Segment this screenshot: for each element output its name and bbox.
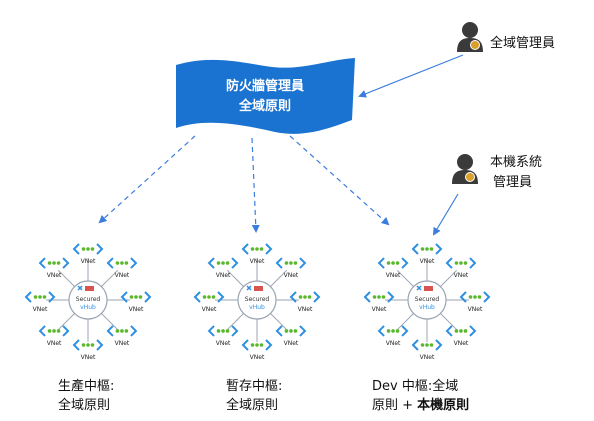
hub-staging-name: 暫存中樞: <box>226 379 283 394</box>
vnet-icon: VNet <box>377 257 409 279</box>
hub-center-line2: vHub <box>80 304 96 311</box>
vnet-label: VNet <box>454 340 469 347</box>
vnet-icon: VNet <box>411 339 443 361</box>
banner-line2: 全域原則 <box>238 98 291 114</box>
vnet-label: VNet <box>298 306 313 313</box>
hub-staging-policy: 全域原則 <box>226 398 279 413</box>
firewall-icon <box>85 286 94 291</box>
hub-dev-label: Dev 中樞:全域 原則 + 本機原則 <box>372 377 469 415</box>
vnet-label: VNet <box>81 258 96 265</box>
hub-dev-policy-b: 本機原則 <box>417 398 470 413</box>
vnet-label: VNet <box>33 306 48 313</box>
hub-prod-policy: 全域原則 <box>58 398 111 413</box>
hub-clusters: SecuredvHubVNetVNetVNetVNetVNetVNetVNetV… <box>24 243 491 361</box>
firewall-icon <box>254 286 263 291</box>
hub-prod-label: 生產中樞: 全域原則 <box>58 377 114 415</box>
vnet-label: VNet <box>250 258 265 265</box>
vnet-icon: VNet <box>241 243 273 265</box>
vnet-icon: VNet <box>289 291 321 313</box>
vnet-label: VNet <box>216 340 231 347</box>
vnet-icon: VNet <box>38 257 70 279</box>
firewall-policy-banner: 防火牆管理員 全域原則 <box>176 58 355 134</box>
global-admin-icon <box>457 22 483 52</box>
vnet-icon: VNet <box>120 291 152 313</box>
hub-center-line1: Secured <box>415 296 440 303</box>
hub-staging: SecuredvHubVNetVNetVNetVNetVNetVNetVNetV… <box>193 243 321 361</box>
hub-prod-name: 生產中樞: <box>58 379 115 394</box>
vnet-icon: VNet <box>106 257 138 279</box>
vnet-label: VNet <box>284 340 299 347</box>
local-admin-icon <box>452 154 478 184</box>
vnet-icon: VNet <box>106 325 138 347</box>
arrow-policy-to-dev-hub <box>289 135 390 226</box>
hub-prod: SecuredvHubVNetVNetVNetVNetVNetVNetVNetV… <box>24 243 152 361</box>
vnet-icon: VNet <box>459 291 491 313</box>
vnet-label: VNet <box>372 306 387 313</box>
vnet-label: VNet <box>47 272 62 279</box>
vnet-icon: VNet <box>207 257 239 279</box>
vnet-icon: VNet <box>207 325 239 347</box>
global-admin-label: 全域管理員 <box>490 35 555 51</box>
local-admin-line2: 管理員 <box>493 175 532 190</box>
arrow-policy-to-prod-hub <box>98 135 196 224</box>
vnet-icon: VNet <box>363 291 395 313</box>
router-icon <box>416 285 422 291</box>
vnet-label: VNet <box>202 306 217 313</box>
hub-staging-label: 暫存中樞: 全域原則 <box>226 377 282 415</box>
router-icon <box>77 285 83 291</box>
hub-dev: SecuredvHubVNetVNetVNetVNetVNetVNetVNetV… <box>363 243 491 361</box>
vnet-icon: VNet <box>193 291 225 313</box>
vnet-icon: VNet <box>241 339 273 361</box>
vnet-label: VNet <box>420 258 435 265</box>
vnet-label: VNet <box>468 306 483 313</box>
vnet-label: VNet <box>420 354 435 361</box>
vnet-label: VNet <box>454 272 469 279</box>
vnet-icon: VNet <box>275 325 307 347</box>
vnet-label: VNet <box>284 272 299 279</box>
vnet-label: VNet <box>386 272 401 279</box>
vnet-icon: VNet <box>411 243 443 265</box>
vnet-label: VNet <box>115 340 130 347</box>
vnet-icon: VNet <box>72 339 104 361</box>
arrow-local-admin-to-dev-hub <box>432 193 459 236</box>
vnet-icon: VNet <box>24 291 56 313</box>
firewall-icon <box>424 286 433 291</box>
hub-center-line2: vHub <box>249 304 265 311</box>
arrow-global-admin-to-policy <box>358 54 464 98</box>
hub-dev-policy: 原則 + 本機原則 <box>372 396 469 415</box>
vnet-label: VNet <box>129 306 144 313</box>
hub-dev-name: Dev 中樞:全域 <box>372 379 459 394</box>
vnet-label: VNet <box>216 272 231 279</box>
hub-dev-policy-a: 原則 + <box>372 398 418 413</box>
vnet-icon: VNet <box>72 243 104 265</box>
vnet-label: VNet <box>386 340 401 347</box>
vnet-icon: VNet <box>275 257 307 279</box>
vnet-label: VNet <box>81 354 96 361</box>
vnet-icon: VNet <box>377 325 409 347</box>
arrow-policy-to-staging-hub <box>251 137 260 233</box>
vnet-label: VNet <box>47 340 62 347</box>
hub-center-line2: vHub <box>419 304 435 311</box>
router-icon <box>246 285 252 291</box>
vnet-icon: VNet <box>445 257 477 279</box>
vnet-label: VNet <box>115 272 130 279</box>
vnet-icon: VNet <box>445 325 477 347</box>
vnet-label: VNet <box>250 354 265 361</box>
hub-center-line1: Secured <box>245 296 270 303</box>
vnet-icon: VNet <box>38 325 70 347</box>
local-admin-line1: 本機系統 <box>490 155 542 170</box>
banner-line1: 防火牆管理員 <box>226 78 304 94</box>
hub-center-line1: Secured <box>76 296 101 303</box>
